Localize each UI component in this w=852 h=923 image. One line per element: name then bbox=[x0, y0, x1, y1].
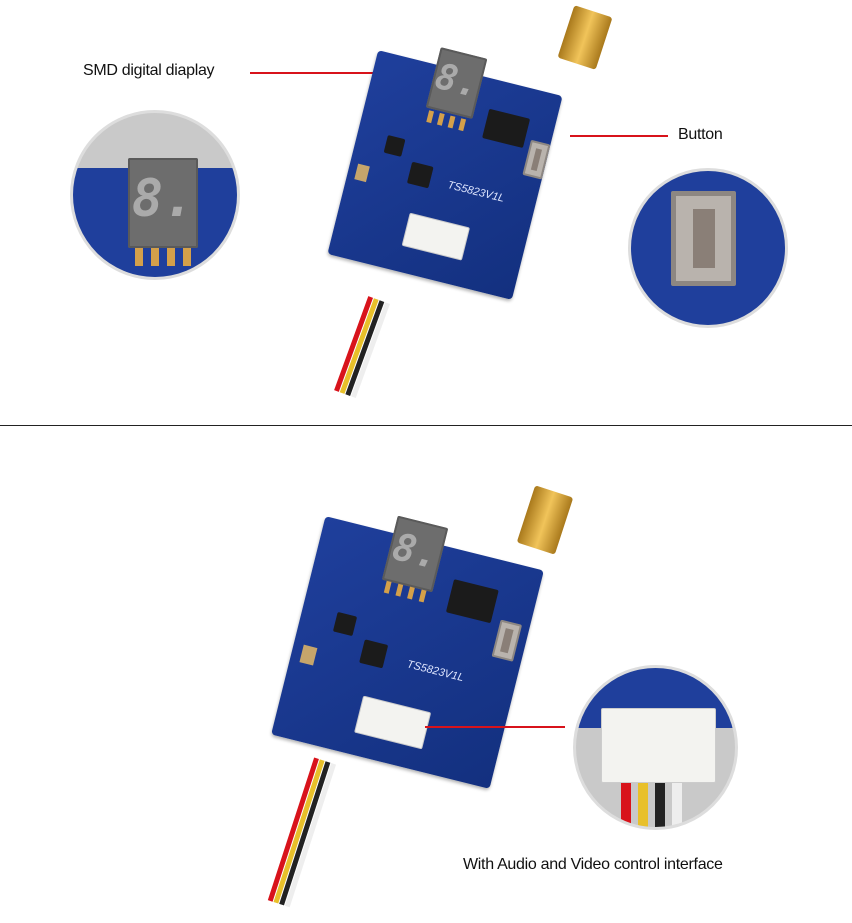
display-pin bbox=[395, 583, 404, 597]
display-pin bbox=[426, 110, 435, 124]
sma-antenna-connector bbox=[516, 485, 574, 555]
yellow-wire bbox=[273, 759, 325, 904]
display-callout-line bbox=[250, 72, 430, 74]
display-pin bbox=[167, 248, 175, 266]
jst-connector bbox=[354, 695, 432, 750]
tact-button-closeup bbox=[671, 191, 736, 286]
ic-chip bbox=[445, 579, 499, 624]
display-pin bbox=[183, 248, 191, 266]
display-pin bbox=[151, 248, 159, 266]
sma-antenna-connector bbox=[557, 5, 613, 70]
jst-connector bbox=[401, 212, 471, 261]
display-digit: 8. bbox=[388, 524, 444, 579]
display-pin bbox=[135, 248, 143, 266]
display-pin bbox=[436, 112, 445, 126]
black-wire bbox=[655, 783, 665, 827]
capacitor bbox=[299, 644, 318, 666]
jst-connector-closeup bbox=[601, 708, 716, 783]
board-marking: TS5823V1L bbox=[446, 179, 506, 205]
display-pin bbox=[383, 580, 392, 594]
seven-segment-display: 8. bbox=[381, 515, 449, 593]
smd-component bbox=[332, 611, 358, 637]
red-wire bbox=[621, 783, 631, 827]
display-zoom-inset: 8. bbox=[70, 110, 240, 280]
vtx-board: 8. TS5823V1L bbox=[327, 47, 563, 300]
yellow-wire bbox=[638, 783, 648, 827]
display-pin bbox=[447, 115, 456, 129]
section-divider bbox=[0, 425, 852, 426]
button-callout-line bbox=[570, 135, 668, 137]
interface-callout-label: With Audio and Video control interface bbox=[463, 856, 723, 873]
wire-bundle bbox=[267, 757, 352, 912]
seven-segment-display: 8. bbox=[128, 158, 198, 248]
smd-component bbox=[383, 135, 406, 157]
display-pin bbox=[418, 589, 427, 603]
tact-button[interactable] bbox=[522, 139, 551, 180]
capacitor bbox=[354, 163, 370, 183]
smd-component bbox=[406, 161, 434, 189]
white-wire bbox=[672, 783, 682, 827]
board-marking: TS5823V1L bbox=[405, 658, 465, 685]
vtx-board: 8. TS5823V1L bbox=[271, 515, 544, 789]
seven-segment-display: 8. bbox=[425, 47, 488, 119]
ic-chip bbox=[482, 108, 531, 149]
display-pin bbox=[407, 586, 415, 600]
tact-button[interactable] bbox=[491, 619, 523, 662]
display-pin bbox=[458, 118, 467, 132]
display-callout-label: SMD digital diaplay bbox=[83, 62, 215, 79]
display-digit: 8. bbox=[431, 55, 484, 106]
smd-component bbox=[359, 639, 389, 669]
button-zoom-inset bbox=[628, 168, 788, 328]
display-digit: 8. bbox=[131, 169, 195, 230]
wire-bundle bbox=[334, 296, 406, 404]
connector-zoom-inset bbox=[573, 665, 738, 830]
interface-callout-line bbox=[425, 726, 565, 728]
button-callout-label: Button bbox=[678, 126, 723, 143]
